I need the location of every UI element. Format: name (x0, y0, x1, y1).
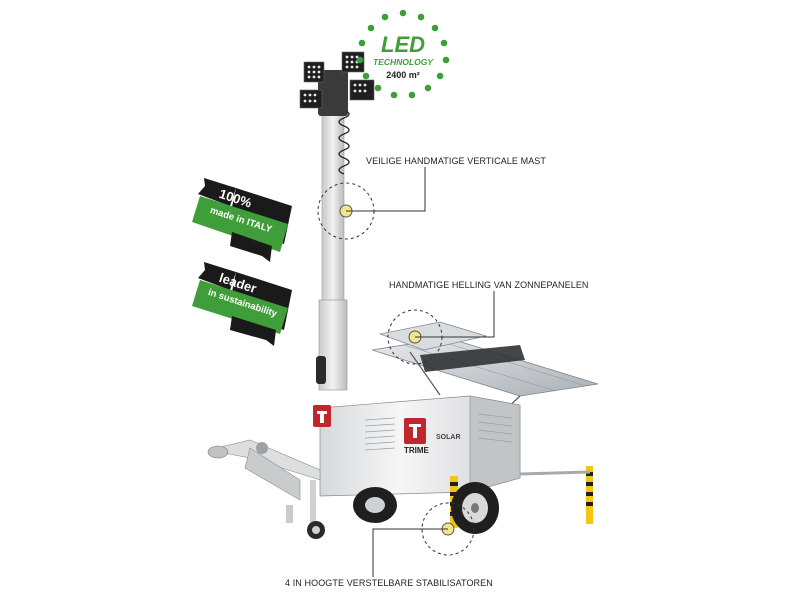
coverage-area: 2400 m² (386, 70, 420, 80)
model-label: SOLAR (436, 434, 461, 441)
mast-leader-line (346, 167, 426, 212)
trailer-body (313, 395, 521, 497)
trailer-wheels (353, 482, 499, 534)
led-technology-badge: LED TECHNOLOGY 2400 m² (357, 12, 449, 100)
led-floodlight-head (299, 51, 375, 116)
tow-bar (207, 439, 325, 539)
stabilizers-callout-label: 4 IN HOOGTE VERSTELBARE STABILISATOREN (285, 578, 493, 588)
panels-leader-line (415, 291, 495, 338)
panels-callout-label: HANDMATIGE HELLING VAN ZONNEPANELEN (389, 280, 589, 290)
technology-label: TECHNOLOGY (373, 57, 433, 67)
solar-panels (371, 321, 599, 411)
mast-callout-label: VEILIGE HANDMATIGE VERTICALE MAST (366, 156, 547, 166)
led-label: LED (381, 32, 425, 57)
stabilizers-leader-line (372, 528, 448, 577)
made-in-italy-ribbon-shape (192, 178, 292, 262)
telescopic-mast (316, 99, 350, 391)
sustainability-ribbon-shape (192, 262, 292, 346)
led-dotted-ring (356, 9, 450, 99)
stabilizers-callout-circle (421, 502, 475, 556)
brand-label: TRIME (404, 446, 429, 455)
